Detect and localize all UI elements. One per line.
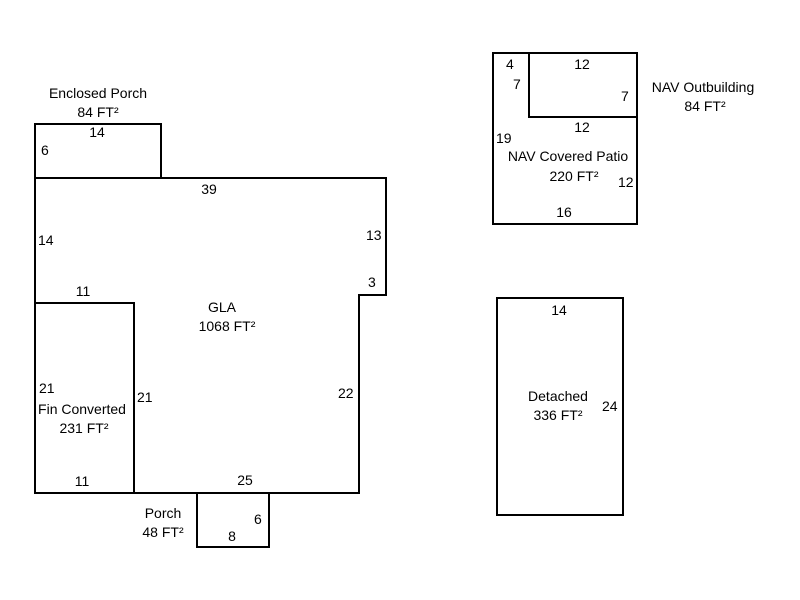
- nav-outbuilding-area: 84 FT²: [684, 98, 726, 114]
- nav-covered-patio-area: 220 FT²: [549, 168, 598, 184]
- dimension-label: 7: [621, 88, 629, 104]
- gla-outline[interactable]: [35, 177, 387, 494]
- gla-name: GLA: [208, 299, 237, 315]
- dimension-label: 11: [75, 473, 90, 489]
- dimension-label: 7: [513, 76, 521, 92]
- enclosed-porch-name: Enclosed Porch: [49, 85, 147, 101]
- dimension-label: 8: [228, 528, 236, 544]
- dimension-label: 14: [551, 302, 567, 318]
- fin-converted-outline[interactable]: [34, 302, 135, 494]
- dimension-label: 3: [368, 274, 376, 290]
- nav-outbuilding-name: NAV Outbuilding: [652, 79, 754, 95]
- dimension-label: 21: [39, 380, 55, 396]
- dimension-label: 14: [89, 124, 105, 140]
- dimension-label: 12: [574, 56, 590, 72]
- fin-converted-area: 231 FT²: [59, 420, 108, 436]
- porch-name: Porch: [145, 505, 182, 521]
- dimension-label: 19: [496, 130, 512, 146]
- dimension-label: 14: [38, 232, 54, 248]
- dimension-label: 6: [41, 142, 49, 158]
- porch-outline[interactable]: [196, 492, 270, 548]
- dimension-label: 25: [237, 472, 253, 488]
- fin-converted-name: Fin Converted: [38, 401, 126, 417]
- detached-outline[interactable]: [496, 297, 624, 516]
- detached-name: Detached: [528, 388, 588, 404]
- dimension-label: 12: [574, 119, 590, 135]
- dimension-label: 21: [137, 389, 153, 405]
- dimension-label: 39: [201, 181, 217, 197]
- dimension-label: 16: [556, 204, 572, 220]
- nav-covered-patio-name: NAV Covered Patio: [508, 148, 629, 164]
- enclosed-porch-area: 84 FT²: [77, 104, 119, 120]
- dimension-label: 13: [366, 227, 382, 243]
- dimension-label: 24: [602, 398, 618, 414]
- dimension-label: 12: [618, 174, 634, 190]
- dimension-label: 22: [338, 385, 354, 401]
- nav-outbuilding-outline[interactable]: [528, 52, 638, 118]
- detached-area: 336 FT²: [533, 407, 582, 423]
- dimension-label: 6: [254, 511, 262, 527]
- dimension-label: 4: [506, 56, 514, 72]
- porch-area: 48 FT²: [142, 524, 184, 540]
- dimension-label: 11: [76, 283, 91, 299]
- gla-area: 1068 FT²: [199, 318, 256, 334]
